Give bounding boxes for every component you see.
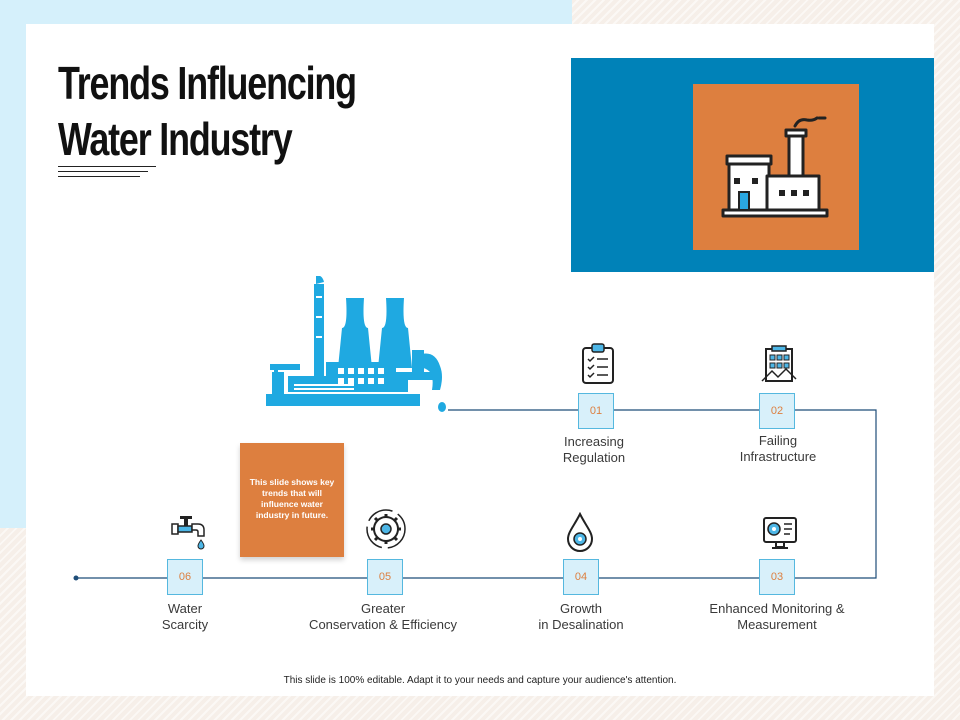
- trend-number-box: 02: [759, 393, 795, 429]
- footer-note: This slide is 100% editable. Adapt it to…: [283, 675, 677, 686]
- gear-cycle-icon: [366, 509, 406, 549]
- trend-label-line-1: Increasing: [564, 434, 624, 449]
- trend-number: 05: [378, 571, 392, 583]
- title-underline: [58, 166, 156, 167]
- trend-label: Enhanced Monitoring & Measurement: [709, 601, 844, 633]
- trend-label-line-2: Regulation: [562, 450, 626, 465]
- trend-number: 06: [178, 571, 192, 583]
- water-plant-illustration: [266, 276, 446, 412]
- trend-label: Greater Conservation & Efficiency: [309, 601, 457, 633]
- clipboard-checklist-icon: [582, 343, 614, 384]
- title-line-1: Trends Influencing: [58, 57, 357, 109]
- trend-label-line-1: Enhanced Monitoring &: [709, 601, 845, 616]
- trend-number-box: 05: [367, 559, 403, 595]
- trend-label-line-2: Conservation & Efficiency: [309, 617, 457, 632]
- trend-number: 02: [770, 405, 784, 417]
- trend-label-line-1: Growth: [560, 601, 602, 616]
- title-underline: [58, 176, 140, 177]
- trend-label: Water Scarcity: [162, 601, 208, 633]
- trend-number-box: 06: [167, 559, 203, 595]
- building-icon: [761, 345, 797, 382]
- faucet-icon: [171, 516, 205, 550]
- page-title: Trends Influencing Water Industry: [58, 55, 417, 167]
- monitor-gear-icon: [763, 517, 797, 549]
- trend-number-box: 04: [563, 559, 599, 595]
- trend-label-line-1: Water: [167, 601, 203, 616]
- trend-label: Failing Infrastructure: [740, 433, 817, 465]
- water-drop-gear-icon: [566, 512, 594, 552]
- hero-factory-tile: [693, 84, 859, 250]
- trend-label: Growth in Desalination: [538, 601, 623, 633]
- trend-number: 01: [589, 405, 603, 417]
- trend-number: 03: [770, 571, 784, 583]
- trend-number-box: 01: [578, 393, 614, 429]
- trend-label-line-1: Greater: [360, 601, 406, 616]
- trend-number-box: 03: [759, 559, 795, 595]
- trend-label-line-2: Scarcity: [161, 617, 209, 632]
- factory-icon: [721, 116, 829, 218]
- note-text: This slide shows key trends that will in…: [249, 477, 335, 520]
- trend-label: Increasing Regulation: [563, 434, 625, 466]
- trend-label-line-2: in Desalination: [538, 617, 624, 632]
- trend-label-line-2: Measurement: [737, 617, 817, 632]
- trend-number: 04: [574, 571, 588, 583]
- trend-label-line-1: Failing: [758, 433, 798, 448]
- title-underline: [58, 171, 148, 172]
- trend-label-line-2: Infrastructure: [739, 449, 817, 464]
- title-line-2: Water Industry: [58, 113, 293, 165]
- note-card: This slide shows key trends that will in…: [240, 443, 344, 557]
